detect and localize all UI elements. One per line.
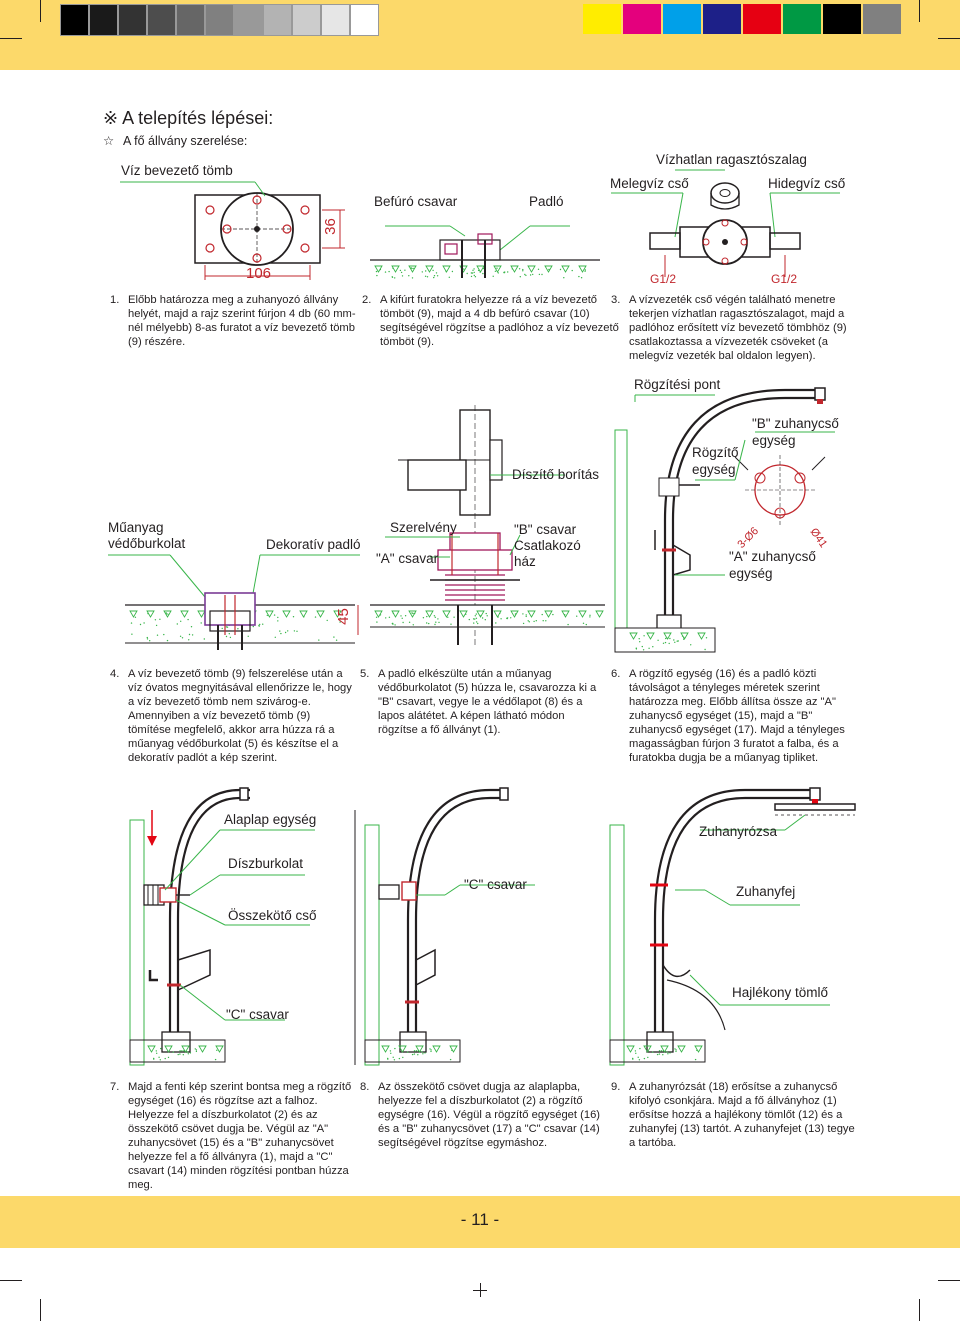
width-dimension: 106 bbox=[246, 265, 272, 282]
step-1: 1. Előbb határozza meg a zuhanyozó állvá… bbox=[110, 294, 356, 348]
step-7: 7. Majd a fenti kép szerint bontsa meg a… bbox=[110, 1081, 352, 1191]
floor-hatch bbox=[147, 1045, 224, 1061]
gray-swatch bbox=[147, 4, 176, 36]
crop-mark bbox=[0, 1280, 22, 1281]
floor-hatch bbox=[626, 1045, 703, 1061]
connector-housing-label: Csatlakozó ház bbox=[514, 538, 581, 569]
cold-pipe-label: Hidegvíz cső bbox=[768, 176, 846, 191]
gray-swatch bbox=[89, 4, 118, 36]
plastic-cover-label: Műanyag védőburkolat bbox=[108, 520, 186, 551]
drill-screw-label: Befúró csavar bbox=[374, 194, 458, 209]
star-outline-icon: ☆ bbox=[103, 134, 115, 148]
color-swatch bbox=[703, 4, 741, 34]
step-9: 9. A zuhanyrózsát (18) erősítse a zuhany… bbox=[611, 1081, 855, 1149]
step-6: 6. A rögzítő egység (16) és a padló közt… bbox=[611, 668, 845, 764]
a-nut-label: "A" csavar bbox=[376, 551, 439, 566]
floor-depth-dimension: 45 bbox=[334, 608, 352, 625]
color-swatch bbox=[623, 4, 661, 34]
floor-hatch bbox=[374, 610, 604, 626]
gray-swatch bbox=[60, 4, 89, 36]
gray-swatch bbox=[205, 4, 234, 36]
color-swatch bbox=[663, 4, 701, 34]
shower-rose-label: Zuhanyrózsa bbox=[699, 824, 778, 839]
crop-mark bbox=[919, 1299, 920, 1321]
flexible-hose-label: Hajlékony tömlő bbox=[732, 985, 829, 1000]
a-shower-pipe-label: "A" zuhanycső egység bbox=[729, 549, 816, 581]
step-4: 4. A víz bevezető tömb (9) felszerelése … bbox=[110, 668, 352, 764]
b-nut-label: "B" csavar bbox=[514, 522, 577, 537]
step-5: 5. A padló elkészülte után a műanyag véd… bbox=[360, 668, 597, 736]
floor-hatch bbox=[629, 632, 708, 651]
diagram-shower-head-mounting bbox=[609, 787, 856, 1066]
color-swatch bbox=[863, 4, 901, 34]
step-8: 8. Az összekötő csövet dugja az alaplapb… bbox=[360, 1081, 601, 1149]
diagram-shower-pipe-mounting bbox=[605, 387, 835, 653]
gray-swatch bbox=[321, 4, 350, 36]
connector-pipe-label: Összekötő cső bbox=[228, 908, 317, 923]
c-nut-label: "C" csavar bbox=[226, 1007, 289, 1022]
decor-cover-label: Díszburkolat bbox=[228, 856, 304, 871]
crop-mark bbox=[919, 0, 920, 22]
diagram-base-assembly bbox=[129, 787, 356, 1066]
crop-mark bbox=[938, 38, 960, 39]
fixing-unit-label: Rögzítő egység bbox=[692, 445, 739, 477]
gray-swatch bbox=[263, 4, 292, 36]
fitting-label: Szerelvény bbox=[390, 520, 457, 535]
gray-swatch bbox=[234, 4, 263, 36]
crop-mark bbox=[0, 38, 22, 39]
thread-left-label: G1/2 bbox=[650, 272, 677, 286]
decorative-floor-label: Dekoratív padló bbox=[266, 537, 361, 552]
diagram-water-inlet-block bbox=[120, 181, 345, 280]
floor-hatch bbox=[381, 1045, 458, 1061]
step-2: 2. A kifúrt furatokra helyezze rá a víz … bbox=[362, 294, 619, 348]
c-nut-label-2: "C" csavar bbox=[464, 877, 527, 892]
height-dimension: 36 bbox=[321, 218, 339, 235]
color-swatch bbox=[583, 4, 621, 34]
color-swatch bbox=[783, 4, 821, 34]
base-unit-label: Alaplap egység bbox=[224, 812, 317, 827]
gray-swatch bbox=[176, 4, 205, 36]
page-title: ※ A telepítés lépései: bbox=[103, 108, 274, 128]
warm-pipe-label: Melegvíz cső bbox=[610, 176, 689, 191]
fixing-point-label: Rögzítési pont bbox=[634, 377, 721, 392]
section-subtitle: ☆ A fő állvány szerelése: bbox=[103, 134, 248, 148]
diagram-pipe-connection bbox=[611, 169, 840, 277]
crop-mark bbox=[40, 0, 41, 22]
thread-right-label: G1/2 bbox=[771, 272, 798, 286]
page-number: - 11 - bbox=[460, 1210, 500, 1229]
bottom-accent-bar bbox=[0, 1196, 960, 1248]
gray-swatch bbox=[292, 4, 321, 36]
crop-mark bbox=[480, 1283, 481, 1297]
waterproof-tape-label: Vízhatlan ragasztószalag bbox=[656, 152, 807, 167]
floor-label: Padló bbox=[529, 194, 564, 209]
diagram-protective-cover bbox=[108, 554, 360, 650]
gray-swatch bbox=[350, 4, 379, 36]
diagram-main-stand-fitting bbox=[370, 405, 605, 645]
color-swatch bbox=[743, 4, 781, 34]
floor-hatch bbox=[374, 265, 587, 279]
b-shower-pipe-label: "B" zuhanycső egység bbox=[752, 416, 839, 448]
shower-head-label: Zuhanyfej bbox=[736, 884, 796, 899]
gray-swatch bbox=[118, 4, 147, 36]
crop-mark bbox=[938, 1280, 960, 1281]
decorative-cover-label: Díszítő borítás bbox=[512, 467, 600, 482]
diagram-pipe-connection-c-nut bbox=[364, 787, 535, 1066]
crop-mark bbox=[40, 1299, 41, 1321]
color-swatch bbox=[823, 4, 861, 34]
water-inlet-label: Víz bevezető tömb bbox=[121, 163, 233, 178]
step-3: 3. A vízvezeték cső végén található mene… bbox=[611, 294, 847, 362]
diagram-screw-fixing bbox=[370, 225, 600, 282]
asterisk-x-icon: ※ bbox=[103, 108, 119, 128]
